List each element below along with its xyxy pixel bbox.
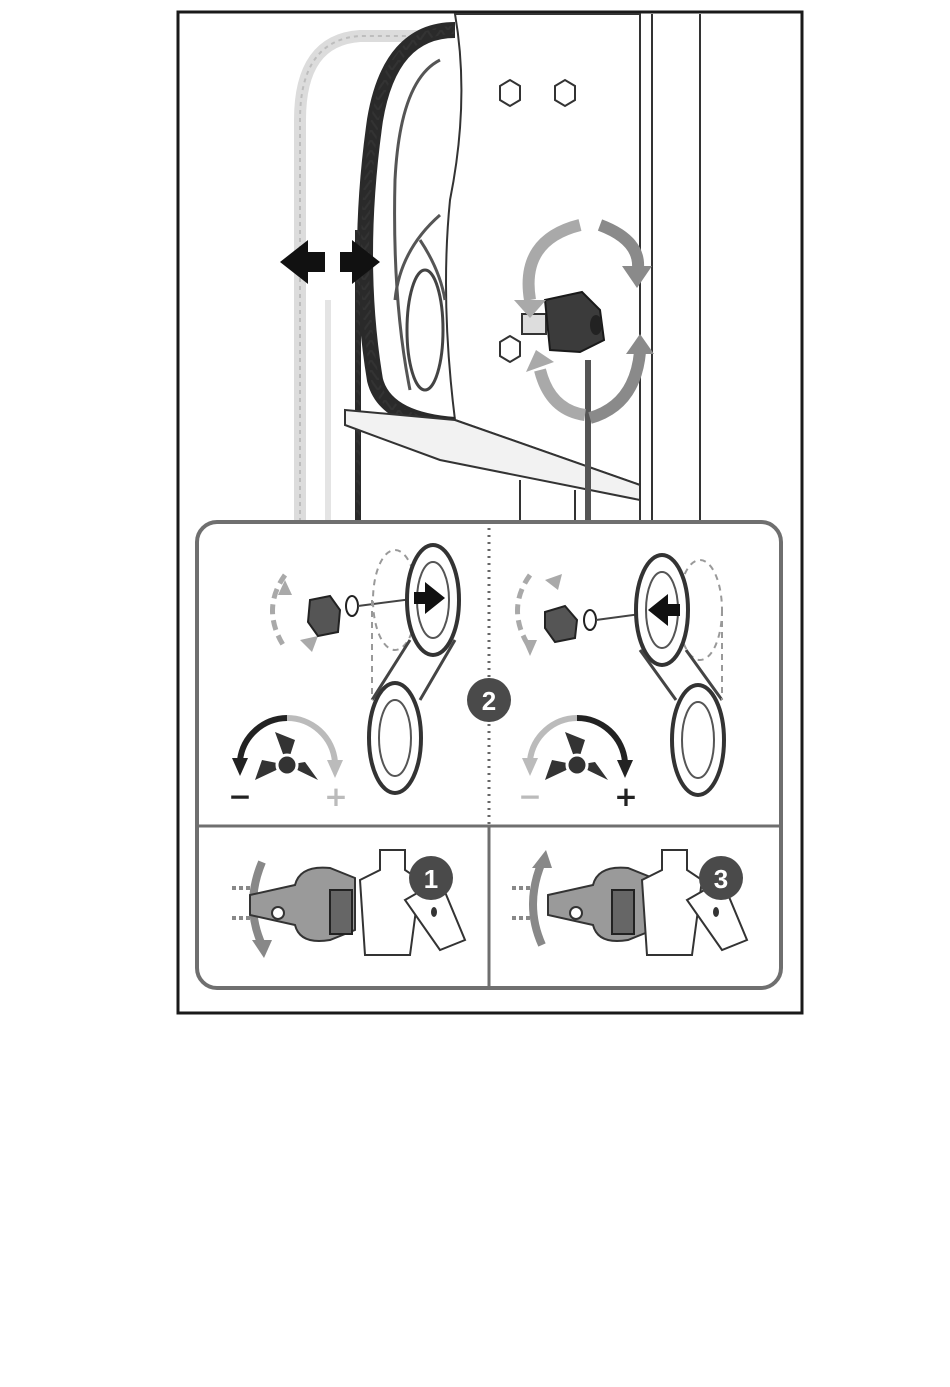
step-badge-3: 3 xyxy=(699,856,743,900)
svg-text:2: 2 xyxy=(482,686,496,716)
svg-text:1: 1 xyxy=(424,864,438,894)
hex-nut-icon xyxy=(612,890,634,934)
plus-sign: + xyxy=(324,780,347,813)
step-badge-2: 2 xyxy=(467,678,511,722)
minus-sign: − xyxy=(518,780,541,813)
svg-text:3: 3 xyxy=(714,864,728,894)
minus-sign: − xyxy=(228,780,251,813)
plus-sign: + xyxy=(614,780,637,813)
step-badge-1: 1 xyxy=(409,856,453,900)
hex-nut-icon xyxy=(330,890,352,934)
